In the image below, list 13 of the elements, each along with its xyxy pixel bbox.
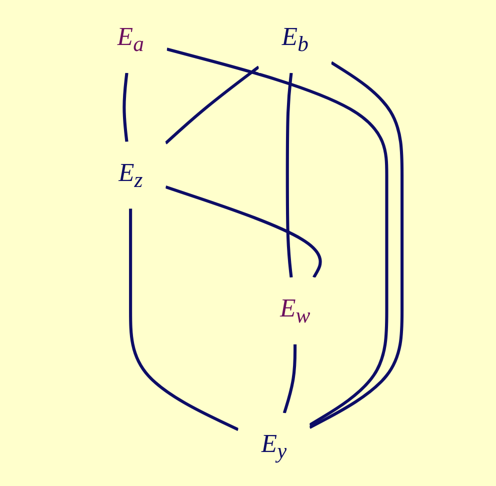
node-text: E$_{a}$ xyxy=(117,22,144,56)
connector xyxy=(122,72,128,142)
connector xyxy=(286,72,293,278)
connector xyxy=(128,208,239,431)
connector xyxy=(308,61,404,429)
connector xyxy=(164,66,260,144)
connector xyxy=(282,344,296,414)
connector xyxy=(165,185,322,278)
node-text: E$_{w}$ xyxy=(280,294,310,328)
node-text: E$_{z}$ xyxy=(118,158,143,192)
node-text: E$_{b}$ xyxy=(282,22,308,56)
node-text: E$_{y}$ xyxy=(261,430,287,464)
connector xyxy=(166,48,388,426)
